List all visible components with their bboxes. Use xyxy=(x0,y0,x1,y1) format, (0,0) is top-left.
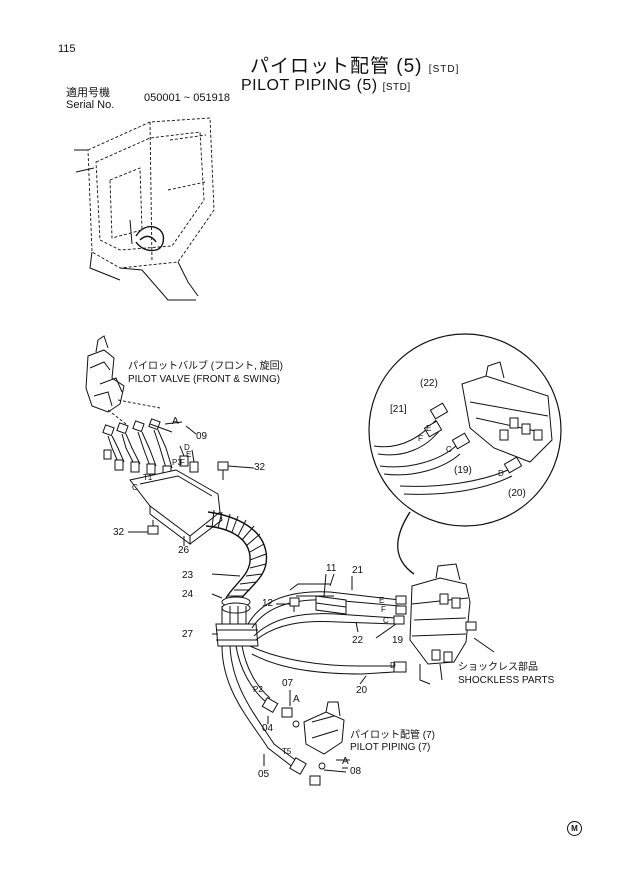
part-number-21: 21 xyxy=(352,565,364,576)
port-letter-d-valve: D xyxy=(184,443,190,452)
part-number-22: 22 xyxy=(352,635,364,646)
port-letter-e-block: E xyxy=(379,596,385,605)
port-letter-p2: P2 xyxy=(253,685,263,694)
title-jp-text: パイロット配管 (5) xyxy=(250,56,423,77)
part-number-09: 09 xyxy=(196,431,208,442)
port-letter-p3: P3 xyxy=(172,458,182,467)
port-letter-f-valve: F xyxy=(180,458,185,467)
fittings-07-08 xyxy=(281,690,347,786)
port-letter-e-detail: E xyxy=(426,424,432,433)
shockless-label-jp: ショックレス部品 xyxy=(458,662,538,673)
title-jp-std-tag: [STD] xyxy=(428,64,460,75)
part-number-05: 05 xyxy=(258,769,270,780)
detail-label-19: (19) xyxy=(454,465,472,476)
pilot-piping7-label-jp: パイロット配管 (7) xyxy=(350,730,435,741)
port-letter-a-07: A xyxy=(293,694,300,705)
manufacturer-logo: M xyxy=(567,821,582,836)
bolt-12 xyxy=(276,597,300,612)
serial-range: 050001 ~ 051918 xyxy=(144,92,230,104)
pilot-valve-label-en: PILOT VALVE (FRONT & SWING) xyxy=(128,374,281,385)
part-number-11: 11 xyxy=(326,563,337,574)
part-number-04: 04 xyxy=(262,723,274,734)
part-number-26: 26 xyxy=(178,545,190,556)
port-letter-a-top: A xyxy=(172,416,179,427)
part-number-08: 08 xyxy=(350,766,362,777)
port-letter-f-detail: F xyxy=(418,434,423,443)
title-en-text: PILOT PIPING (5) xyxy=(241,77,378,94)
port-letter-c-block: C xyxy=(383,616,389,625)
page-title-jp: パイロット配管 (5) [STD] xyxy=(250,57,459,76)
cab-overview-sketch xyxy=(74,117,215,301)
pilot-valve-hoses xyxy=(103,429,199,477)
hose-bundle xyxy=(221,583,407,775)
port-letter-c-detail: C xyxy=(446,445,452,454)
pilot-valve-label-jp: パイロットバルブ (フロント, 旋回) xyxy=(128,361,283,372)
port-letter-d-block: D xyxy=(390,661,396,670)
detail-label-20: (20) xyxy=(508,488,526,499)
part-number-19: 19 xyxy=(392,635,404,646)
clamp-11 xyxy=(315,573,347,615)
part-number-32-left: 32 xyxy=(113,527,125,538)
pilot-valve-front-swing xyxy=(85,335,173,437)
serial-label-jp: 適用号機 xyxy=(66,87,110,99)
port-letter-f-block: F xyxy=(381,605,386,614)
pilot-valve-travel xyxy=(303,701,345,755)
bracket-plate-26 xyxy=(129,469,223,545)
part-number-24: 24 xyxy=(182,589,194,600)
title-en-std-tag: [STD] xyxy=(382,82,411,93)
pilot-piping7-label-en: PILOT PIPING (7) xyxy=(350,742,431,753)
page-number: 115 xyxy=(58,43,76,55)
port-letter-t1: T1 xyxy=(143,473,153,482)
corrugated-tube-23 xyxy=(205,509,268,601)
leader-lines xyxy=(164,421,397,769)
part-number-20: 20 xyxy=(356,685,368,696)
serial-label-en: Serial No. xyxy=(66,99,115,111)
bolt-32-left xyxy=(128,520,159,535)
page-title-en: PILOT PIPING (5) [STD] xyxy=(241,78,411,94)
detail-inset xyxy=(368,333,562,575)
part-number-27: 27 xyxy=(182,629,194,640)
part-number-32-right: 32 xyxy=(254,462,266,473)
part-number-12: 12 xyxy=(262,598,274,609)
part-number-23: 23 xyxy=(182,570,194,581)
port-letter-t5: T5 xyxy=(282,747,292,756)
port-letter-e-valve: E xyxy=(186,450,192,459)
part-number-07: 07 xyxy=(282,678,294,689)
clamp-27 xyxy=(215,623,259,647)
port-letter-a-08: A xyxy=(342,756,349,767)
detail-label-22: (22) xyxy=(420,378,438,389)
shockless-label-en: SHOCKLESS PARTS xyxy=(458,675,555,686)
port-letter-c-valve: C xyxy=(132,483,138,492)
bolt-32-right xyxy=(217,461,255,480)
shockless-valve-block xyxy=(409,563,495,685)
port-letter-d-detail: D xyxy=(498,469,504,478)
detail-label-21: [21] xyxy=(390,404,407,415)
